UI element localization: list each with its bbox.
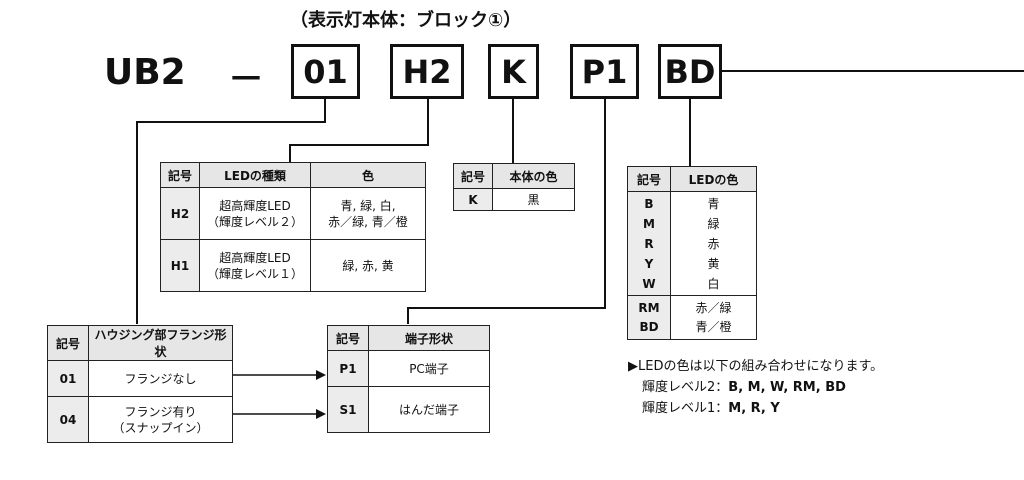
code-box-led-type: H2 <box>390 44 464 99</box>
note-line-3: 輝度レベル1：M, R, Y <box>642 401 780 416</box>
terminal-value: はんだ端子 <box>368 386 490 433</box>
body-color-table: 記号 本体の色 K 黒 <box>453 163 575 211</box>
note-line-2: 輝度レベル2：B, M, W, RM, BD <box>642 380 846 395</box>
table-row: RM BD 赤／緑 青／橙 <box>627 295 757 340</box>
led-color-codes: B M R Y W <box>627 191 671 296</box>
led-type-header-type: LEDの種類 <box>199 162 311 188</box>
note-line-1: ▶LEDの色は以下の組み合わせになります。 <box>628 359 884 374</box>
table-row: B M R Y W 青 緑 赤 黄 白 <box>627 191 757 296</box>
led-type-code: H1 <box>160 239 200 292</box>
led-type-header-color: 色 <box>310 162 426 188</box>
housing-value: フランジなし <box>88 360 233 397</box>
model-prefix: UB2 <box>104 52 186 93</box>
led-type-name: 超高輝度LED （輝度レベル２） <box>199 187 311 240</box>
model-dash: － <box>228 59 265 100</box>
terminal-code: S1 <box>327 386 369 433</box>
code-box-body-color: K <box>488 44 539 99</box>
led-color-values: 青 緑 赤 黄 白 <box>670 191 757 296</box>
terminal-header-code: 記号 <box>327 325 369 351</box>
table-row: 01 フランジなし <box>47 360 233 397</box>
body-color-code: K <box>453 188 493 211</box>
code-box-led-color: BD <box>658 44 722 99</box>
table-row: S1 はんだ端子 <box>327 386 490 433</box>
led-type-table: 記号 LEDの種類 色 H2 超高輝度LED （輝度レベル２） 青, 緑, 白,… <box>160 162 426 292</box>
terminal-table: 記号 端子形状 P1 PC端子 S1 はんだ端子 <box>327 325 490 433</box>
diagram-heading: （表示灯本体：ブロック①） <box>290 10 522 31</box>
led-color-values: 赤／緑 青／橙 <box>670 295 757 340</box>
led-color-table: 記号 LEDの色 B M R Y W 青 緑 赤 黄 白 RM BD 赤／緑 青… <box>627 166 757 340</box>
body-color-value: 黒 <box>492 188 575 211</box>
terminal-value: PC端子 <box>368 350 490 387</box>
housing-code: 01 <box>47 360 89 397</box>
led-type-name: 超高輝度LED （輝度レベル１） <box>199 239 311 292</box>
code-box-housing: 01 <box>291 44 360 99</box>
led-color-header-code: 記号 <box>627 166 671 192</box>
led-color-codes: RM BD <box>627 295 671 340</box>
housing-header-code: 記号 <box>47 325 89 361</box>
led-type-code: H2 <box>160 187 200 240</box>
terminal-header-value: 端子形状 <box>368 325 490 351</box>
led-combination-note: ▶LEDの色は以下の組み合わせになります。 輝度レベル2：B, M, W, RM… <box>628 356 883 419</box>
table-row: H1 超高輝度LED （輝度レベル１） 緑, 赤, 黄 <box>160 239 426 292</box>
table-row: H2 超高輝度LED （輝度レベル２） 青, 緑, 白, 赤／緑, 青／橙 <box>160 187 426 240</box>
code-box-terminal: P1 <box>570 44 639 99</box>
table-row: P1 PC端子 <box>327 350 490 387</box>
housing-value: フランジ有り （スナップイン） <box>88 396 233 443</box>
table-row: K 黒 <box>453 188 575 211</box>
housing-code: 04 <box>47 396 89 443</box>
led-type-colors: 緑, 赤, 黄 <box>310 239 426 292</box>
table-row: 04 フランジ有り （スナップイン） <box>47 396 233 443</box>
body-color-header-value: 本体の色 <box>492 163 575 189</box>
housing-header-value: ハウジング部フランジ形状 <box>88 325 233 361</box>
body-color-header-code: 記号 <box>453 163 493 189</box>
terminal-code: P1 <box>327 350 369 387</box>
led-type-header-code: 記号 <box>160 162 200 188</box>
led-color-header-value: LEDの色 <box>670 166 757 192</box>
led-type-colors: 青, 緑, 白, 赤／緑, 青／橙 <box>310 187 426 240</box>
housing-table: 記号 ハウジング部フランジ形状 01 フランジなし 04 フランジ有り （スナッ… <box>47 325 233 443</box>
